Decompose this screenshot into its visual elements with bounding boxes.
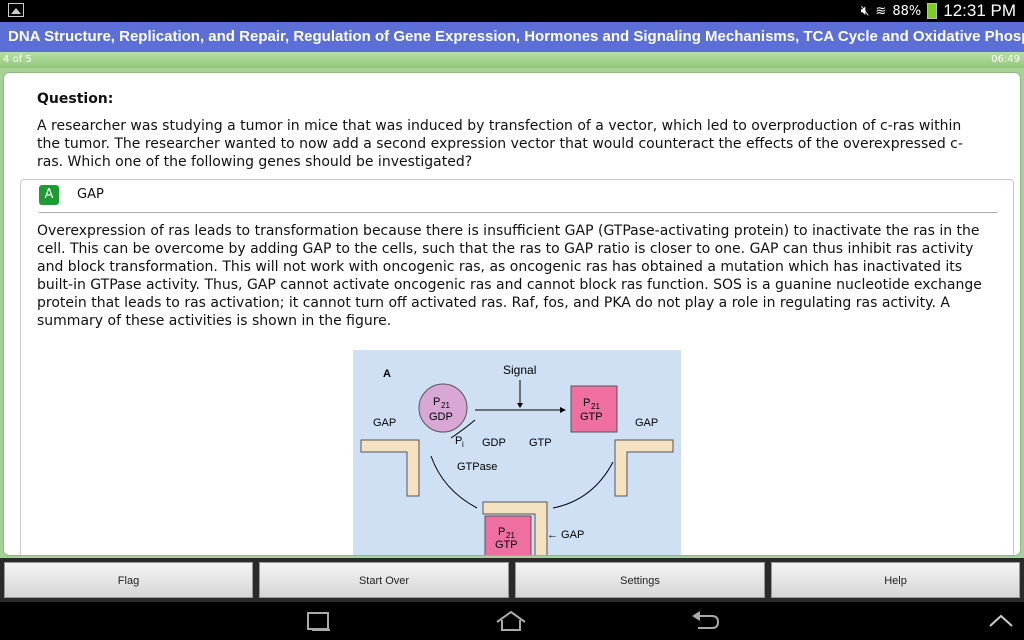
answer-panel: A GAP Overexpression of ras leads to tra…	[20, 179, 1014, 555]
question-counter: 4 of 5	[3, 54, 32, 65]
signal-arrow-head	[517, 403, 523, 408]
ras-cycle-figure: A Signal P 21 GDP P 21 GTP GAP GAP	[353, 350, 681, 555]
timer: 06:49	[991, 54, 1020, 65]
p21-gtp-label: GTP	[580, 411, 603, 423]
signal-label: Signal	[503, 363, 536, 377]
gtp-added-label: GTP	[529, 437, 552, 449]
home-icon[interactable]	[495, 610, 527, 632]
return-arrow-right	[552, 461, 614, 509]
clock: 12:31 PM	[943, 1, 1016, 20]
p21-gtp-sub: 21	[591, 402, 600, 411]
system-nav-bar	[0, 602, 1024, 640]
gap-right-bracket	[614, 439, 674, 497]
recents-icon[interactable]	[304, 610, 334, 632]
gallery-icon	[8, 3, 24, 17]
settings-button[interactable]: Settings	[515, 562, 765, 598]
p21-gtp-bound-box	[484, 515, 532, 555]
question-text: A researcher was studying a tumor in mic…	[37, 118, 963, 170]
gtpase-label: GTPase	[457, 461, 497, 473]
gap-right-label: GAP	[635, 417, 658, 429]
p21-gtp-bound-sub: 21	[506, 531, 515, 540]
battery-percent: 88%	[892, 3, 922, 19]
ras-cycle-diagram: A Signal P 21 GDP P 21 GTP GAP GAP	[353, 350, 681, 555]
bottom-toolbar: Flag Start Over Settings Help	[0, 558, 1024, 602]
panel-letter: A	[383, 368, 391, 380]
chevron-up-icon[interactable]	[988, 614, 1014, 628]
question-label: Question:	[37, 91, 114, 107]
divider	[39, 212, 997, 213]
p21-gtp-p: P	[583, 397, 590, 409]
mute-icon: 🔇︎	[860, 3, 870, 19]
p21-gtp-box	[570, 385, 618, 433]
help-button[interactable]: Help	[771, 562, 1020, 598]
start-over-button[interactable]: Start Over	[259, 562, 509, 598]
question-card[interactable]: Question: A researcher was studying a tu…	[3, 72, 1021, 556]
pi-label: P	[455, 435, 462, 447]
explanation-text: Overexpression of ras leads to transform…	[37, 223, 982, 329]
p21-gtp-bound-label: GTP	[495, 539, 518, 551]
p21-gdp-label: GDP	[429, 411, 453, 423]
battery-icon	[927, 3, 938, 19]
p21-gdp-circle	[418, 383, 468, 433]
pi-arrow	[450, 419, 476, 439]
flag-button[interactable]: Flag	[4, 562, 253, 598]
pi-sub: i	[462, 440, 464, 449]
gap-left-label: GAP	[373, 417, 396, 429]
gdp-released-label: GDP	[482, 437, 506, 449]
status-right: 🔇︎ ≋ 88% 12:31 PM	[861, 0, 1016, 22]
progress-bar: 4 of 5 06:49	[0, 52, 1024, 68]
p21-gdp-sub: 21	[441, 401, 450, 410]
p21-gdp-p: P	[433, 396, 440, 408]
answer-label: GAP	[77, 187, 104, 202]
return-arrow-left	[430, 455, 478, 509]
gdp-to-gtp-arrow-head	[560, 407, 566, 413]
page-title: DNA Structure, Replication, and Repair, …	[0, 22, 1024, 52]
answer-letter-badge: A	[39, 185, 59, 205]
gap-bottom-bracket	[482, 501, 548, 555]
wifi-icon: ≋	[875, 3, 887, 19]
back-icon[interactable]	[690, 610, 722, 632]
p21-gtp-bound-p: P	[498, 526, 505, 538]
gap-left-bracket	[360, 439, 420, 497]
gap-bottom-label: ← GAP	[547, 529, 584, 541]
status-bar: 🔇︎ ≋ 88% 12:31 PM	[0, 0, 1024, 22]
content-area: Question: A researcher was studying a tu…	[0, 68, 1024, 558]
